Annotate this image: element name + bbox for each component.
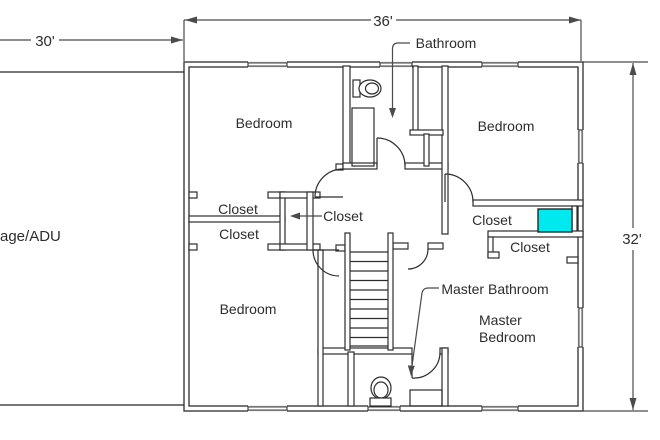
hall-closet-leader-arrow [290, 212, 322, 220]
master-bathroom-toilet-icon [369, 376, 392, 407]
label-closet-right-upper: Closet [472, 212, 512, 228]
label-closet-right-lower: Closet [510, 239, 550, 255]
label-closet-left-upper: Closet [218, 201, 258, 217]
label-master-bedroom-1: Master [479, 312, 522, 328]
room-labels: Bedroom Bedroom Bedroom Bathroom Closet … [0, 35, 550, 345]
label-garage-adu: age/ADU [0, 228, 61, 245]
bathroom-leader-arrow [389, 42, 410, 118]
master-bathroom-vanity [409, 389, 443, 407]
dimension-right-32 [583, 61, 648, 412]
dimension-left-30 [0, 36, 183, 44]
staircase [344, 232, 394, 351]
upper-bathroom-toilet-icon [352, 79, 382, 98]
label-dim-30: 30' [35, 33, 55, 50]
label-bathroom: Bathroom [416, 35, 477, 51]
label-bedroom-top-right: Bedroom [478, 118, 535, 134]
label-dim-32: 32' [622, 231, 642, 248]
windows [247, 61, 584, 412]
label-closet-left-lower: Closet [219, 226, 259, 242]
label-master-bedroom-2: Bedroom [479, 329, 536, 345]
dimension-labels: 36' 30' 32' [35, 13, 642, 248]
dimension-top-36 [183, 16, 582, 61]
label-closet-hall: Closet [323, 208, 363, 224]
label-master-bathroom: Master Bathroom [441, 281, 548, 297]
label-dim-36: 36' [373, 13, 393, 30]
closet-highlight-block [537, 208, 573, 233]
upper-bathroom-vanity [351, 107, 375, 167]
master-bathroom-leader-arrow [407, 287, 439, 376]
label-bedroom-bottom-left: Bedroom [220, 301, 277, 317]
label-bedroom-top-left: Bedroom [236, 115, 293, 131]
garage-adu-outline [0, 71, 184, 406]
